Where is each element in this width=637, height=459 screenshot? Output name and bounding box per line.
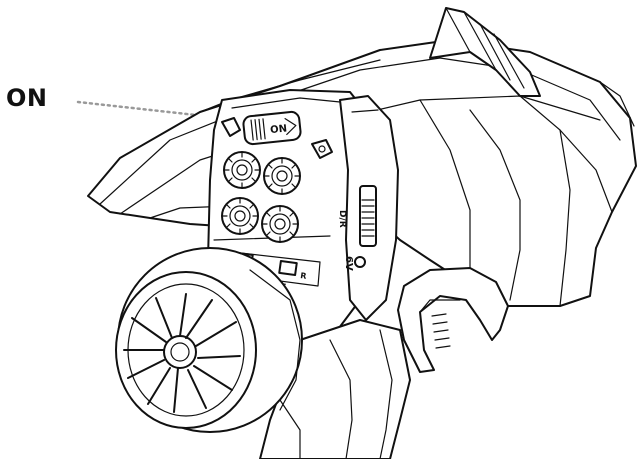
trim-knob-top-right[interactable] (263, 157, 301, 195)
power-switch[interactable]: ON (242, 110, 302, 146)
reverse-switch-2[interactable] (278, 259, 298, 277)
trim-knob-top-left[interactable] (223, 151, 261, 189)
screw-right (311, 139, 333, 159)
voltage-label: 6V (343, 256, 354, 271)
power-led (354, 256, 366, 268)
antenna-fin (429, 7, 541, 97)
power-switch-label: ON (270, 123, 288, 136)
dual-rate-slider[interactable] (359, 185, 377, 247)
trim-knob-bottom-right[interactable] (261, 205, 299, 243)
reverse-right-letter: R (300, 271, 307, 281)
callout-label-on: ON (6, 84, 48, 112)
throttle-trigger[interactable] (397, 267, 509, 373)
steering-wheel[interactable] (115, 247, 303, 433)
screw-left (221, 117, 241, 137)
trim-knob-bottom-left[interactable] (221, 197, 259, 235)
dual-rate-label: D/R (337, 210, 347, 228)
